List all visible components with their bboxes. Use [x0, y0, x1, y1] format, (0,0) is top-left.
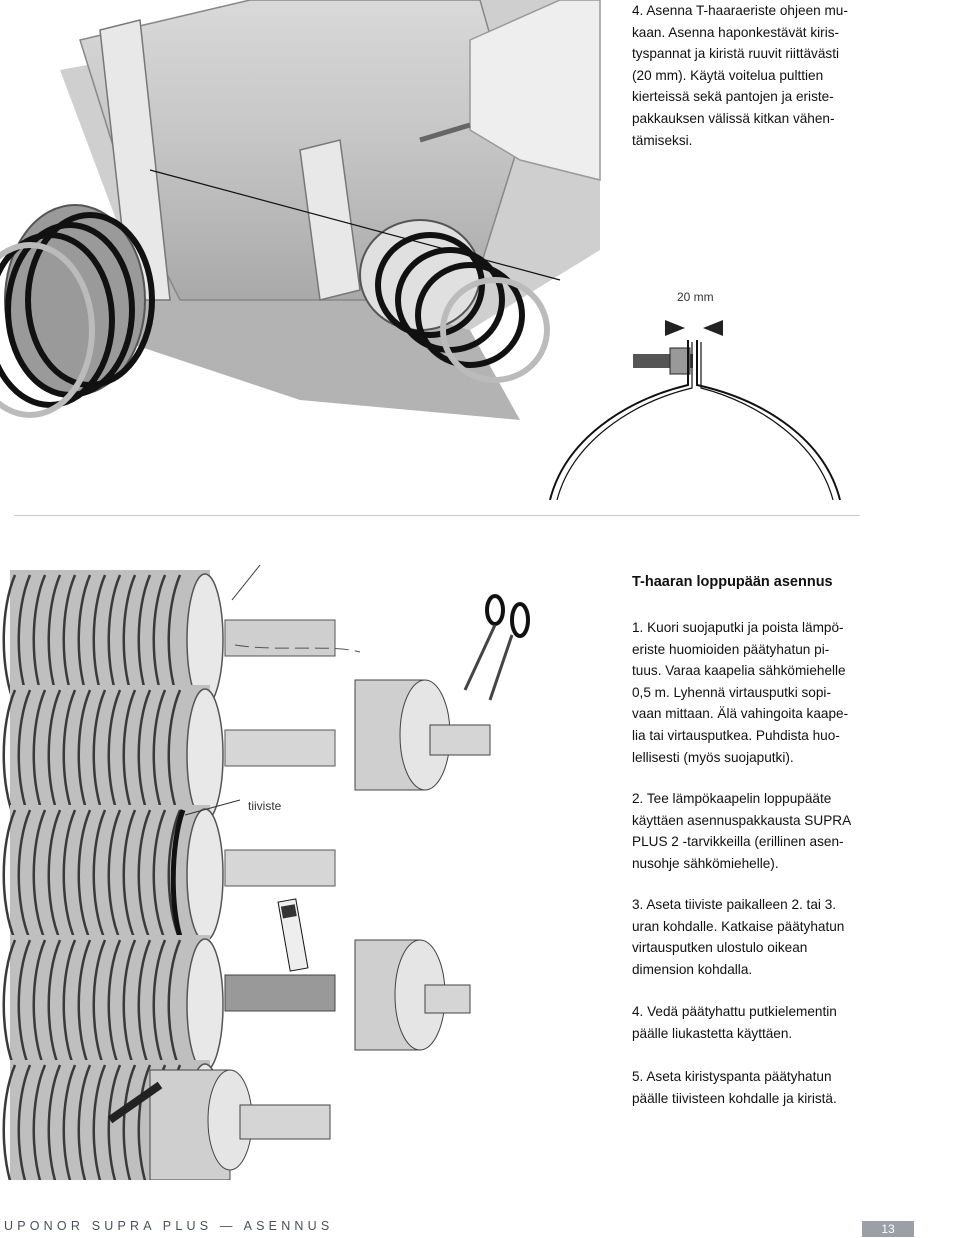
- seal-label: tiiviste: [248, 799, 282, 813]
- lubricant-tube-icon: [277, 898, 309, 972]
- step-2-text: 2. Tee lämpökaapelin loppupääte käyttäen…: [632, 791, 852, 871]
- page-number: 13: [862, 1221, 914, 1237]
- seal-ring: [170, 809, 186, 946]
- step-3-text: 3. Aseta tiiviste paikalleen 2. tai 3. u…: [632, 897, 845, 977]
- gap-label: 20 mm: [677, 290, 714, 304]
- end-cap-installation-steps-illustration: [2, 564, 530, 1180]
- clamp-detail-diagram: [549, 320, 841, 500]
- step-5-text: 5. Aseta kiristyspanta päätyhatun päälle…: [632, 1069, 837, 1106]
- corrugated-pipe-left: [0, 204, 155, 418]
- t-branch-illustration: [0, 0, 601, 420]
- step-4-text: 4. Vedä päätyhattu putkielementin päälle…: [632, 1004, 837, 1041]
- top-step-text: 4. Asenna T-haaraeriste ohjeen mu- kaan.…: [632, 3, 848, 148]
- arrow-left-icon: [703, 320, 723, 336]
- footer-title: UPONOR SUPRA PLUS — ASENNUS: [4, 1219, 334, 1233]
- step-1-text: 1. Kuori suojaputki ja poista lämpö- eri…: [632, 620, 849, 765]
- arrow-right-icon: [665, 320, 685, 336]
- scissors-icon: [463, 594, 530, 701]
- section-divider: [14, 515, 860, 516]
- section-heading: T-haaran loppupään asennus: [632, 574, 833, 590]
